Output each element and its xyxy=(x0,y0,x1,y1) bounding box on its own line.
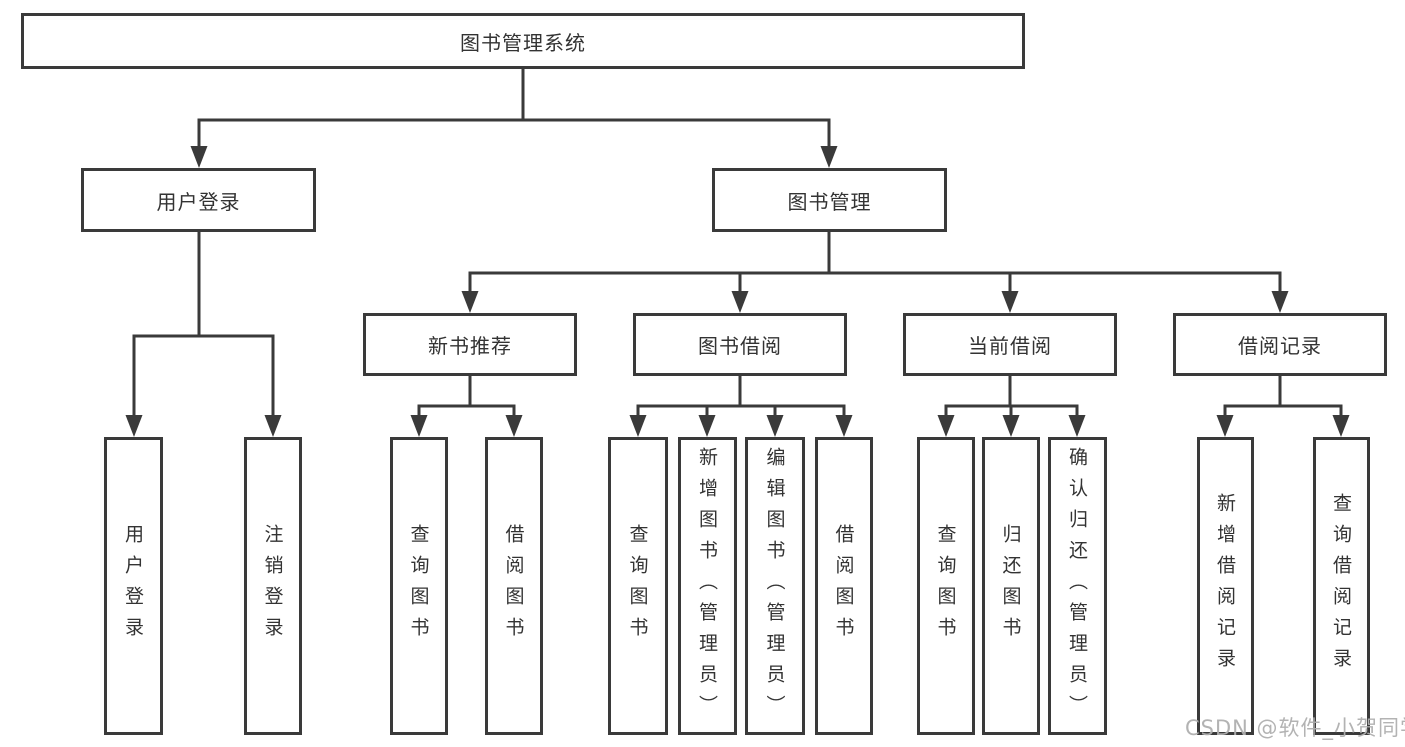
node-label: 确认归还（管理员） xyxy=(1066,446,1088,726)
connector-new-book-rec-children xyxy=(417,376,516,420)
connector-root-children xyxy=(197,69,831,150)
node-leaf-query-book: 查询图书 xyxy=(608,437,668,735)
node-label: 注销登录 xyxy=(261,524,284,648)
node-label: 新书推荐 xyxy=(428,334,512,358)
node-leaf-query-borrow-record: 查询借阅记录 xyxy=(1313,437,1370,735)
csdn-watermark: CSDN @软件_小贺同学 xyxy=(1185,716,1405,740)
connector-current-borrow-children xyxy=(944,376,1079,420)
node-label: 查询图书 xyxy=(626,524,649,648)
arrow-down-icon xyxy=(410,415,428,437)
node-system-root: 图书管理系统 xyxy=(21,13,1025,69)
node-borrowing-records: 借阅记录 xyxy=(1173,313,1387,376)
node-label: 查询借阅记录 xyxy=(1330,493,1352,679)
node-label: 新增借阅记录 xyxy=(1214,493,1236,679)
node-label: 图书管理系统 xyxy=(460,30,586,55)
node-label: 借阅图书 xyxy=(832,524,855,648)
connector-borrow-records-children xyxy=(1223,376,1343,420)
arrow-down-icon xyxy=(1001,291,1019,313)
node-label: 当前借阅 xyxy=(968,334,1052,358)
node-user-login: 用户登录 xyxy=(81,168,316,232)
node-leaf-logout: 注销登录 xyxy=(244,437,302,735)
node-leaf-edit-book-admin: 编辑图书（管理员） xyxy=(745,437,805,735)
node-leaf-borrow-book: 借阅图书 xyxy=(485,437,543,735)
connector-user-login-children xyxy=(132,232,275,420)
arrow-down-icon xyxy=(1332,415,1350,437)
node-label: 新增图书（管理员） xyxy=(696,446,718,726)
arrow-down-icon xyxy=(190,146,208,168)
node-leaf-return-book: 归还图书 xyxy=(982,437,1040,735)
node-leaf-add-borrow-record: 新增借阅记录 xyxy=(1197,437,1254,735)
arrowhead-icons xyxy=(125,146,1350,437)
node-label: 用户登录 xyxy=(156,189,241,214)
node-book-borrowing: 图书借阅 xyxy=(633,313,847,376)
arrow-down-icon xyxy=(1271,291,1289,313)
arrow-down-icon xyxy=(820,146,838,168)
node-label: 用户登录 xyxy=(122,524,144,648)
node-leaf-query-book: 查询图书 xyxy=(390,437,448,735)
node-label: 归还图书 xyxy=(999,524,1022,648)
node-leaf-add-book-admin: 新增图书（管理员） xyxy=(678,437,737,735)
arrow-down-icon xyxy=(264,415,282,437)
node-leaf-borrow-book: 借阅图书 xyxy=(815,437,873,735)
node-book-management: 图书管理 xyxy=(712,168,947,232)
node-label: 借阅图书 xyxy=(502,524,525,648)
arrow-down-icon xyxy=(698,415,716,437)
node-leaf-query-book: 查询图书 xyxy=(917,437,975,735)
node-new-book-recommendation: 新书推荐 xyxy=(363,313,577,376)
node-leaf-confirm-return-admin: 确认归还（管理员） xyxy=(1048,437,1107,735)
arrow-down-icon xyxy=(766,415,784,437)
arrow-down-icon xyxy=(835,415,853,437)
arrow-down-icon xyxy=(505,415,523,437)
node-label: 编辑图书（管理员） xyxy=(763,446,786,726)
arrow-down-icon xyxy=(731,291,749,313)
node-label: 借阅记录 xyxy=(1238,334,1322,358)
node-label: 图书管理 xyxy=(787,189,872,214)
arrow-down-icon xyxy=(461,291,479,313)
arrow-down-icon xyxy=(125,415,143,437)
node-label: 图书借阅 xyxy=(698,334,782,358)
arrow-down-icon xyxy=(629,415,647,437)
node-current-borrowing: 当前借阅 xyxy=(903,313,1117,376)
arrow-down-icon xyxy=(937,415,955,437)
node-label: 查询图书 xyxy=(407,524,430,648)
connector-book-borrow-children xyxy=(636,376,846,420)
arrow-down-icon xyxy=(1002,415,1020,437)
node-label: 查询图书 xyxy=(934,524,957,648)
arrow-down-icon xyxy=(1216,415,1234,437)
node-leaf-user-login: 用户登录 xyxy=(104,437,163,735)
connector-book-mgmt-children xyxy=(468,232,1282,295)
arrow-down-icon xyxy=(1068,415,1086,437)
